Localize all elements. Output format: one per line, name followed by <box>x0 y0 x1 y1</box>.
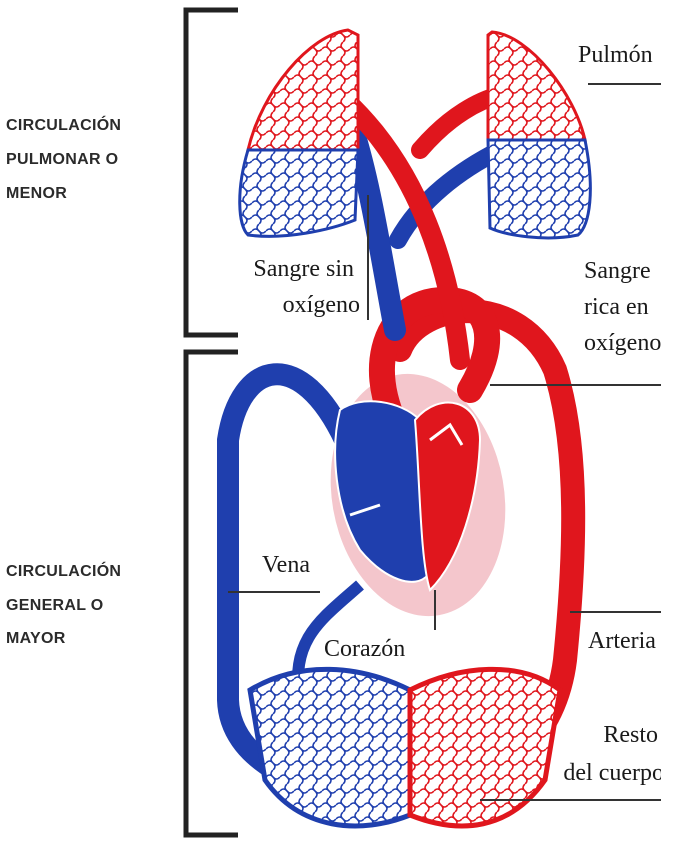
left-lung <box>240 30 358 236</box>
body-capillaries-red <box>410 669 560 826</box>
deoxygenated-label: Sangre sin oxígeno <box>253 256 360 318</box>
body-capillaries-blue <box>250 669 410 826</box>
lungs-label: Pulmón <box>578 42 653 68</box>
vein-label: Vena <box>262 552 310 578</box>
pulmonary-bracket <box>186 10 238 335</box>
pulmonary-section-label: CIRCULACIÓN PULMONAR O MENOR <box>6 115 126 202</box>
body-label: Resto del cuerpo <box>563 722 664 786</box>
heart-label: Corazón <box>324 636 405 662</box>
systemic-section-label: CIRCULACIÓN GENERAL O MAYOR <box>6 561 126 647</box>
right-lung <box>488 32 590 238</box>
right-edge-crop <box>661 0 679 845</box>
artery-label: Arteria <box>588 628 656 654</box>
oxygenated-label: Sangre rica en oxígeno <box>584 258 661 356</box>
